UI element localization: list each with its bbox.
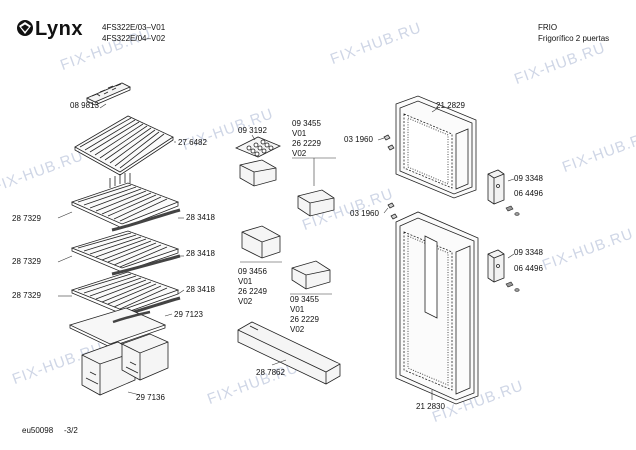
part-label: 28 7329	[12, 214, 41, 223]
ice-tray	[86, 82, 131, 106]
product-label: Frigorífico 2 puertas	[538, 34, 610, 43]
freezer-door	[395, 95, 477, 199]
part-label: 09 3192	[238, 126, 267, 135]
part-label: V01	[290, 305, 305, 314]
part-label: 28 3418	[186, 249, 215, 258]
part-label: 21 2829	[436, 101, 465, 110]
part-label: 06 4496	[514, 264, 543, 273]
model-code-1: 4FS322E/03–V01	[102, 23, 166, 32]
part-label: 26 2229	[292, 139, 321, 148]
part-label: 28 3418	[186, 285, 215, 294]
part-label: 03 1960	[350, 209, 379, 218]
part-label: 29 7136	[136, 393, 165, 402]
part-label: 09 3348	[514, 174, 543, 183]
top-wire-shelf	[74, 115, 174, 176]
part-label: 29 7123	[174, 310, 203, 319]
wire-shelf-1	[70, 173, 181, 232]
part-label: 28 3418	[186, 213, 215, 222]
part-label: V02	[238, 297, 253, 306]
part-label: V01	[292, 129, 307, 138]
door-rack-small-2	[297, 189, 335, 217]
wire-shelf-2	[70, 230, 181, 276]
part-label: 09 3456	[238, 267, 267, 276]
part-label: 06 4496	[514, 189, 543, 198]
part-label: 09 3455	[290, 295, 319, 304]
leader-lines-right	[377, 107, 439, 400]
part-label: V02	[292, 149, 307, 158]
part-label: 09 3348	[514, 248, 543, 257]
category-label: FRIO	[538, 23, 558, 32]
hinge-bottom	[487, 249, 505, 283]
bottle-rack	[237, 321, 341, 385]
brand-logo: Lynx	[35, 18, 83, 40]
part-label: V01	[238, 277, 253, 286]
door-rack-tall	[241, 225, 281, 259]
leader-lines-left	[57, 211, 185, 396]
part-label: 27 6482	[178, 138, 207, 147]
part-label: 21 2830	[416, 402, 445, 411]
screw-icon	[383, 134, 398, 220]
part-label: 26 2249	[238, 287, 267, 296]
part-label: 28 7862	[256, 368, 285, 377]
part-label: 03 1960	[344, 135, 373, 144]
egg-tray	[235, 136, 281, 158]
crisper-drawers	[81, 333, 169, 396]
lynx-logo-icon	[17, 20, 33, 36]
page-number: -3/2	[64, 426, 78, 435]
hinge-top	[487, 169, 505, 205]
part-label: V02	[290, 325, 305, 334]
bush-icon	[505, 205, 520, 292]
part-label: 09 3455	[292, 119, 321, 128]
document-id: eu50098	[22, 426, 54, 435]
part-label: 26 2229	[290, 315, 319, 324]
part-label: 08 9813	[70, 101, 99, 110]
door-rack-small-3	[291, 260, 331, 290]
part-label: 28 7329	[12, 257, 41, 266]
fridge-door	[395, 211, 479, 405]
model-code-2: 4FS322E/04–V02	[102, 34, 166, 43]
door-rack-small-1	[239, 159, 277, 187]
part-label: 28 7329	[12, 291, 41, 300]
